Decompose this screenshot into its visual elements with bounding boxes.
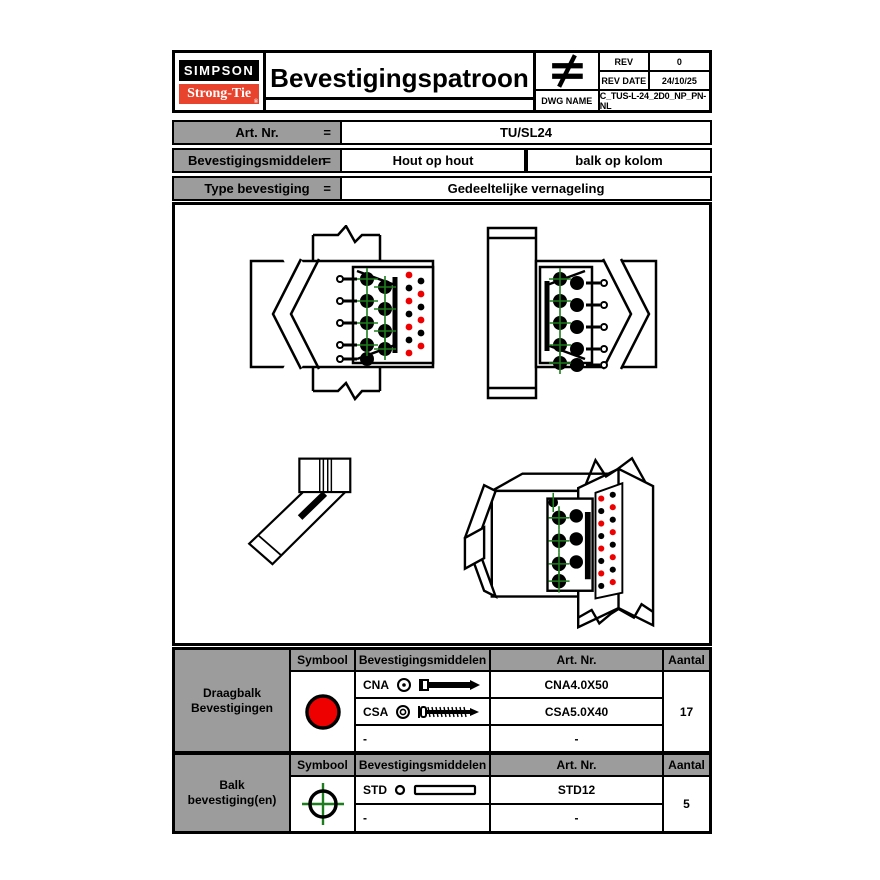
header-artnr: Art. Nr. bbox=[491, 755, 662, 775]
equals-sign: = bbox=[323, 153, 331, 168]
group-line1: Balk bbox=[219, 778, 245, 792]
page-title: Bevestigingspatroon bbox=[266, 63, 533, 100]
rev-date-label: REV DATE bbox=[599, 72, 650, 91]
symbol-cell bbox=[291, 672, 354, 751]
fastener-markers bbox=[356, 268, 396, 366]
revision-block: REV 0 REV DATE 24/10/25 DWG NAME C_TUS-L… bbox=[535, 50, 712, 113]
type-label-cell: Type bevestiging = bbox=[172, 176, 342, 201]
fastener-row-empty: - bbox=[356, 805, 489, 831]
info-row-artnr: Art. Nr. = TU/SL24 bbox=[172, 120, 712, 145]
rev-value: 0 bbox=[649, 53, 709, 72]
fastener-code: CNA bbox=[363, 677, 389, 692]
red-circle-symbol-icon bbox=[304, 693, 341, 730]
fastener-code: CSA bbox=[363, 704, 389, 719]
screw-icon bbox=[418, 705, 480, 718]
group-line2: Bevestigingen bbox=[190, 700, 274, 715]
fastener-row-std: STD bbox=[356, 777, 489, 803]
aantal-value: 17 bbox=[664, 672, 709, 751]
nail-icon bbox=[419, 678, 480, 691]
group-label-balk: Balk bevestiging(en) bbox=[175, 755, 289, 831]
equals-sign: = bbox=[323, 125, 331, 140]
dwg-name-label: DWG NAME bbox=[536, 91, 600, 111]
fastener-code: STD bbox=[363, 783, 387, 797]
artnr-cna: CNA4.0X50 bbox=[491, 672, 662, 697]
info-row-type: Type bevestiging = Gedeeltelijke vernage… bbox=[172, 176, 712, 201]
artnr-label: Art. Nr. bbox=[235, 125, 279, 140]
artnr-csa: CSA5.0X40 bbox=[491, 699, 662, 724]
logo-strongtie-text: Strong-Tie® bbox=[179, 83, 260, 105]
artnr-empty: - bbox=[491, 726, 662, 751]
type-label: Type bevestiging bbox=[204, 181, 310, 196]
header-bevestigingsmiddelen: Bevestigingsmiddelen bbox=[356, 650, 489, 670]
artnr-label-cell: Art. Nr. = bbox=[172, 120, 342, 145]
artnr-std: STD12 bbox=[491, 777, 662, 803]
title-block: SIMPSON Strong-Tie® Bevestigingspatroon … bbox=[172, 50, 712, 113]
rev-label: REV bbox=[599, 53, 650, 72]
title-cell: Bevestigingspatroon bbox=[266, 50, 536, 113]
group-label-draagbalk: Draagbalk Bevestigingen bbox=[175, 650, 289, 751]
artnr-empty: - bbox=[491, 805, 662, 831]
view-side-beam-left bbox=[249, 225, 435, 401]
group-line1: Draagbalk bbox=[202, 685, 262, 700]
sheet-frame: SIMPSON Strong-Tie® Bevestigingspatroon … bbox=[172, 50, 712, 834]
aantal-value: 5 bbox=[664, 777, 709, 831]
artnr-value: TU/SL24 bbox=[342, 120, 712, 145]
fasteners-label: Bevestigingsmiddelen bbox=[188, 153, 326, 168]
rev-date-value: 24/10/25 bbox=[649, 72, 709, 91]
nail-head-icon bbox=[397, 677, 411, 692]
header-aantal: Aantal bbox=[664, 650, 709, 670]
info-row-fasteners: Bevestigingsmiddelen = Hout op hout balk… bbox=[172, 148, 712, 173]
symbol-cell bbox=[291, 777, 354, 831]
header-symbool: Symbool bbox=[291, 755, 354, 775]
fastener-row-empty: - bbox=[356, 726, 489, 751]
crosshair-symbol-icon bbox=[301, 783, 344, 825]
fasteners-value-1: Hout op hout bbox=[342, 148, 526, 173]
view-isometric bbox=[463, 456, 655, 630]
view-side-beam-right bbox=[486, 226, 658, 400]
fastener-row-csa: CSA bbox=[356, 699, 489, 724]
fastener-table-balk: Balk bevestiging(en) Symbool Bevestiging… bbox=[172, 752, 712, 834]
fastener-row-cna: CNA bbox=[356, 672, 489, 697]
not-equal-icon bbox=[535, 53, 600, 91]
equals-sign: = bbox=[323, 181, 331, 196]
logo-simpson-text: SIMPSON bbox=[179, 59, 260, 81]
logo-strongtie-label: Strong-Tie bbox=[187, 85, 252, 101]
type-value: Gedeeltelijke vernageling bbox=[342, 176, 712, 201]
view-top-angled-beam bbox=[247, 457, 352, 566]
registered-mark: ® bbox=[253, 98, 259, 105]
fastener-code: - bbox=[363, 731, 367, 746]
header-symbool: Symbool bbox=[291, 650, 354, 670]
header-artnr: Art. Nr. bbox=[491, 650, 662, 670]
fasteners-value-2: balk op kolom bbox=[526, 148, 712, 173]
screw-head-icon bbox=[396, 704, 411, 719]
fastener-table-draagbalk: Draagbalk Bevestigingen Symbool Bevestig… bbox=[172, 647, 712, 754]
fasteners-label-cell: Bevestigingsmiddelen = bbox=[172, 148, 342, 173]
simpson-strongtie-logo: SIMPSON Strong-Tie® bbox=[172, 50, 267, 113]
group-line2: bevestiging(en) bbox=[187, 793, 277, 807]
header-aantal: Aantal bbox=[664, 755, 709, 775]
header-bevestigingsmiddelen: Bevestigingsmiddelen bbox=[356, 755, 489, 775]
dowel-head-icon bbox=[394, 784, 406, 796]
drawing-area bbox=[172, 202, 712, 646]
dwg-name-value: C_TUS-L-24_2D0_NP_PN-NL bbox=[599, 91, 707, 111]
fastener-code: - bbox=[363, 811, 367, 825]
dowel-icon bbox=[413, 784, 477, 796]
